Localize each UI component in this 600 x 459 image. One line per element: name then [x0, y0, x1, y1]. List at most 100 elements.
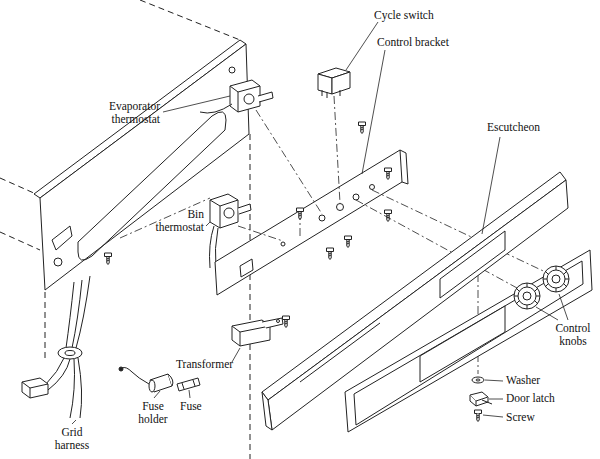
bin-thermostat [238, 204, 251, 214]
alignment-line [120, 198, 210, 238]
cabinet-outline [0, 232, 40, 250]
leader-line [559, 294, 568, 320]
grid-harness [65, 351, 75, 356]
leader-line [362, 50, 385, 174]
part-label: Door latch [506, 392, 555, 405]
door-latch-hardware [470, 377, 492, 422]
control-bracket [215, 150, 408, 295]
fuse-holder [119, 367, 123, 371]
transformer [232, 326, 270, 346]
leader-line [346, 22, 378, 70]
cabinet-outline [45, 292, 46, 362]
door-latch-hardware [472, 377, 484, 383]
leader-line [483, 415, 503, 417]
bezel-frame [345, 250, 592, 432]
alignment-line [256, 110, 322, 214]
grid-harness [70, 359, 75, 418]
screw [345, 236, 352, 248]
part-label: Evaporator thermostat [88, 100, 160, 126]
grid-harness [22, 276, 90, 418]
grid-harness [76, 276, 90, 348]
back-panel [54, 258, 62, 266]
bezel-frame [354, 261, 583, 425]
grid-harness [58, 347, 82, 359]
part-label: Grid harness [48, 426, 96, 452]
control-bracket [337, 204, 344, 211]
control-knob [514, 266, 569, 309]
transformer [232, 318, 283, 346]
screw [297, 208, 304, 220]
cycle-switch [318, 74, 332, 94]
escutcheon [300, 323, 380, 382]
leader-line [482, 137, 500, 234]
back-panel [34, 40, 249, 290]
leader-line [154, 391, 160, 398]
control-knob [514, 283, 540, 309]
part-label: Screw [506, 411, 535, 424]
control-bracket [353, 194, 359, 200]
cycle-switch [332, 72, 350, 94]
leader-line [163, 96, 230, 112]
grid-harness [66, 282, 74, 348]
fuse-holder [150, 374, 172, 392]
screw [283, 316, 290, 328]
control-bracket [240, 259, 253, 277]
leader-line [72, 22, 568, 424]
control-knob [543, 266, 569, 292]
evaporator-thermostat [230, 86, 260, 112]
control-bracket [400, 150, 408, 184]
grid-harness [22, 382, 48, 398]
leader-line [206, 222, 210, 226]
leader-line [485, 380, 503, 381]
control-bracket [319, 215, 325, 221]
screw [359, 122, 366, 134]
bin-thermostat [210, 194, 238, 228]
escutcheon [440, 231, 505, 298]
leader-line [232, 348, 240, 362]
back-panel [52, 226, 72, 250]
grid-harness [72, 280, 82, 348]
bin-thermostat [210, 194, 251, 228]
fuse-holder [122, 368, 149, 385]
screw [385, 210, 392, 222]
part-label: Washer [506, 374, 540, 387]
control-knob [523, 292, 531, 300]
alignment-line [300, 218, 301, 236]
screw [105, 122, 392, 328]
back-panel [78, 112, 226, 260]
thermostat-wires [210, 226, 215, 268]
escutcheon [268, 180, 568, 430]
fuse-holder [149, 380, 155, 392]
fuse [177, 378, 200, 391]
evaporator-thermostat [244, 94, 254, 104]
control-bracket [370, 185, 375, 190]
door-latch-hardware [475, 410, 482, 422]
control-knob [514, 283, 540, 309]
control-knob [543, 266, 569, 292]
cycle-switch [322, 90, 340, 98]
part-label: Control bracket [377, 36, 449, 49]
bin-thermostat [210, 200, 238, 228]
control-bracket [281, 242, 285, 246]
bin-thermostat [224, 208, 234, 218]
alignment-line [238, 226, 283, 241]
back-panel [229, 67, 235, 73]
part-label: Escutcheon [487, 121, 540, 134]
bezel-frame [345, 250, 592, 432]
back-panel [40, 44, 249, 290]
screw [385, 168, 392, 180]
part-label: Fuse [180, 400, 202, 413]
part-label: Cycle switch [374, 9, 434, 22]
fuse [177, 378, 200, 391]
leader-line [489, 399, 503, 400]
evaporator-thermostat [230, 80, 260, 112]
leader-line [72, 420, 76, 424]
door-latch-hardware [476, 379, 480, 381]
escutcheon [262, 392, 272, 430]
door-latch-hardware [482, 400, 492, 404]
control-bracket [215, 150, 402, 295]
grid-harness [46, 358, 64, 384]
screw [327, 248, 334, 260]
cabinet-outline [0, 0, 250, 459]
